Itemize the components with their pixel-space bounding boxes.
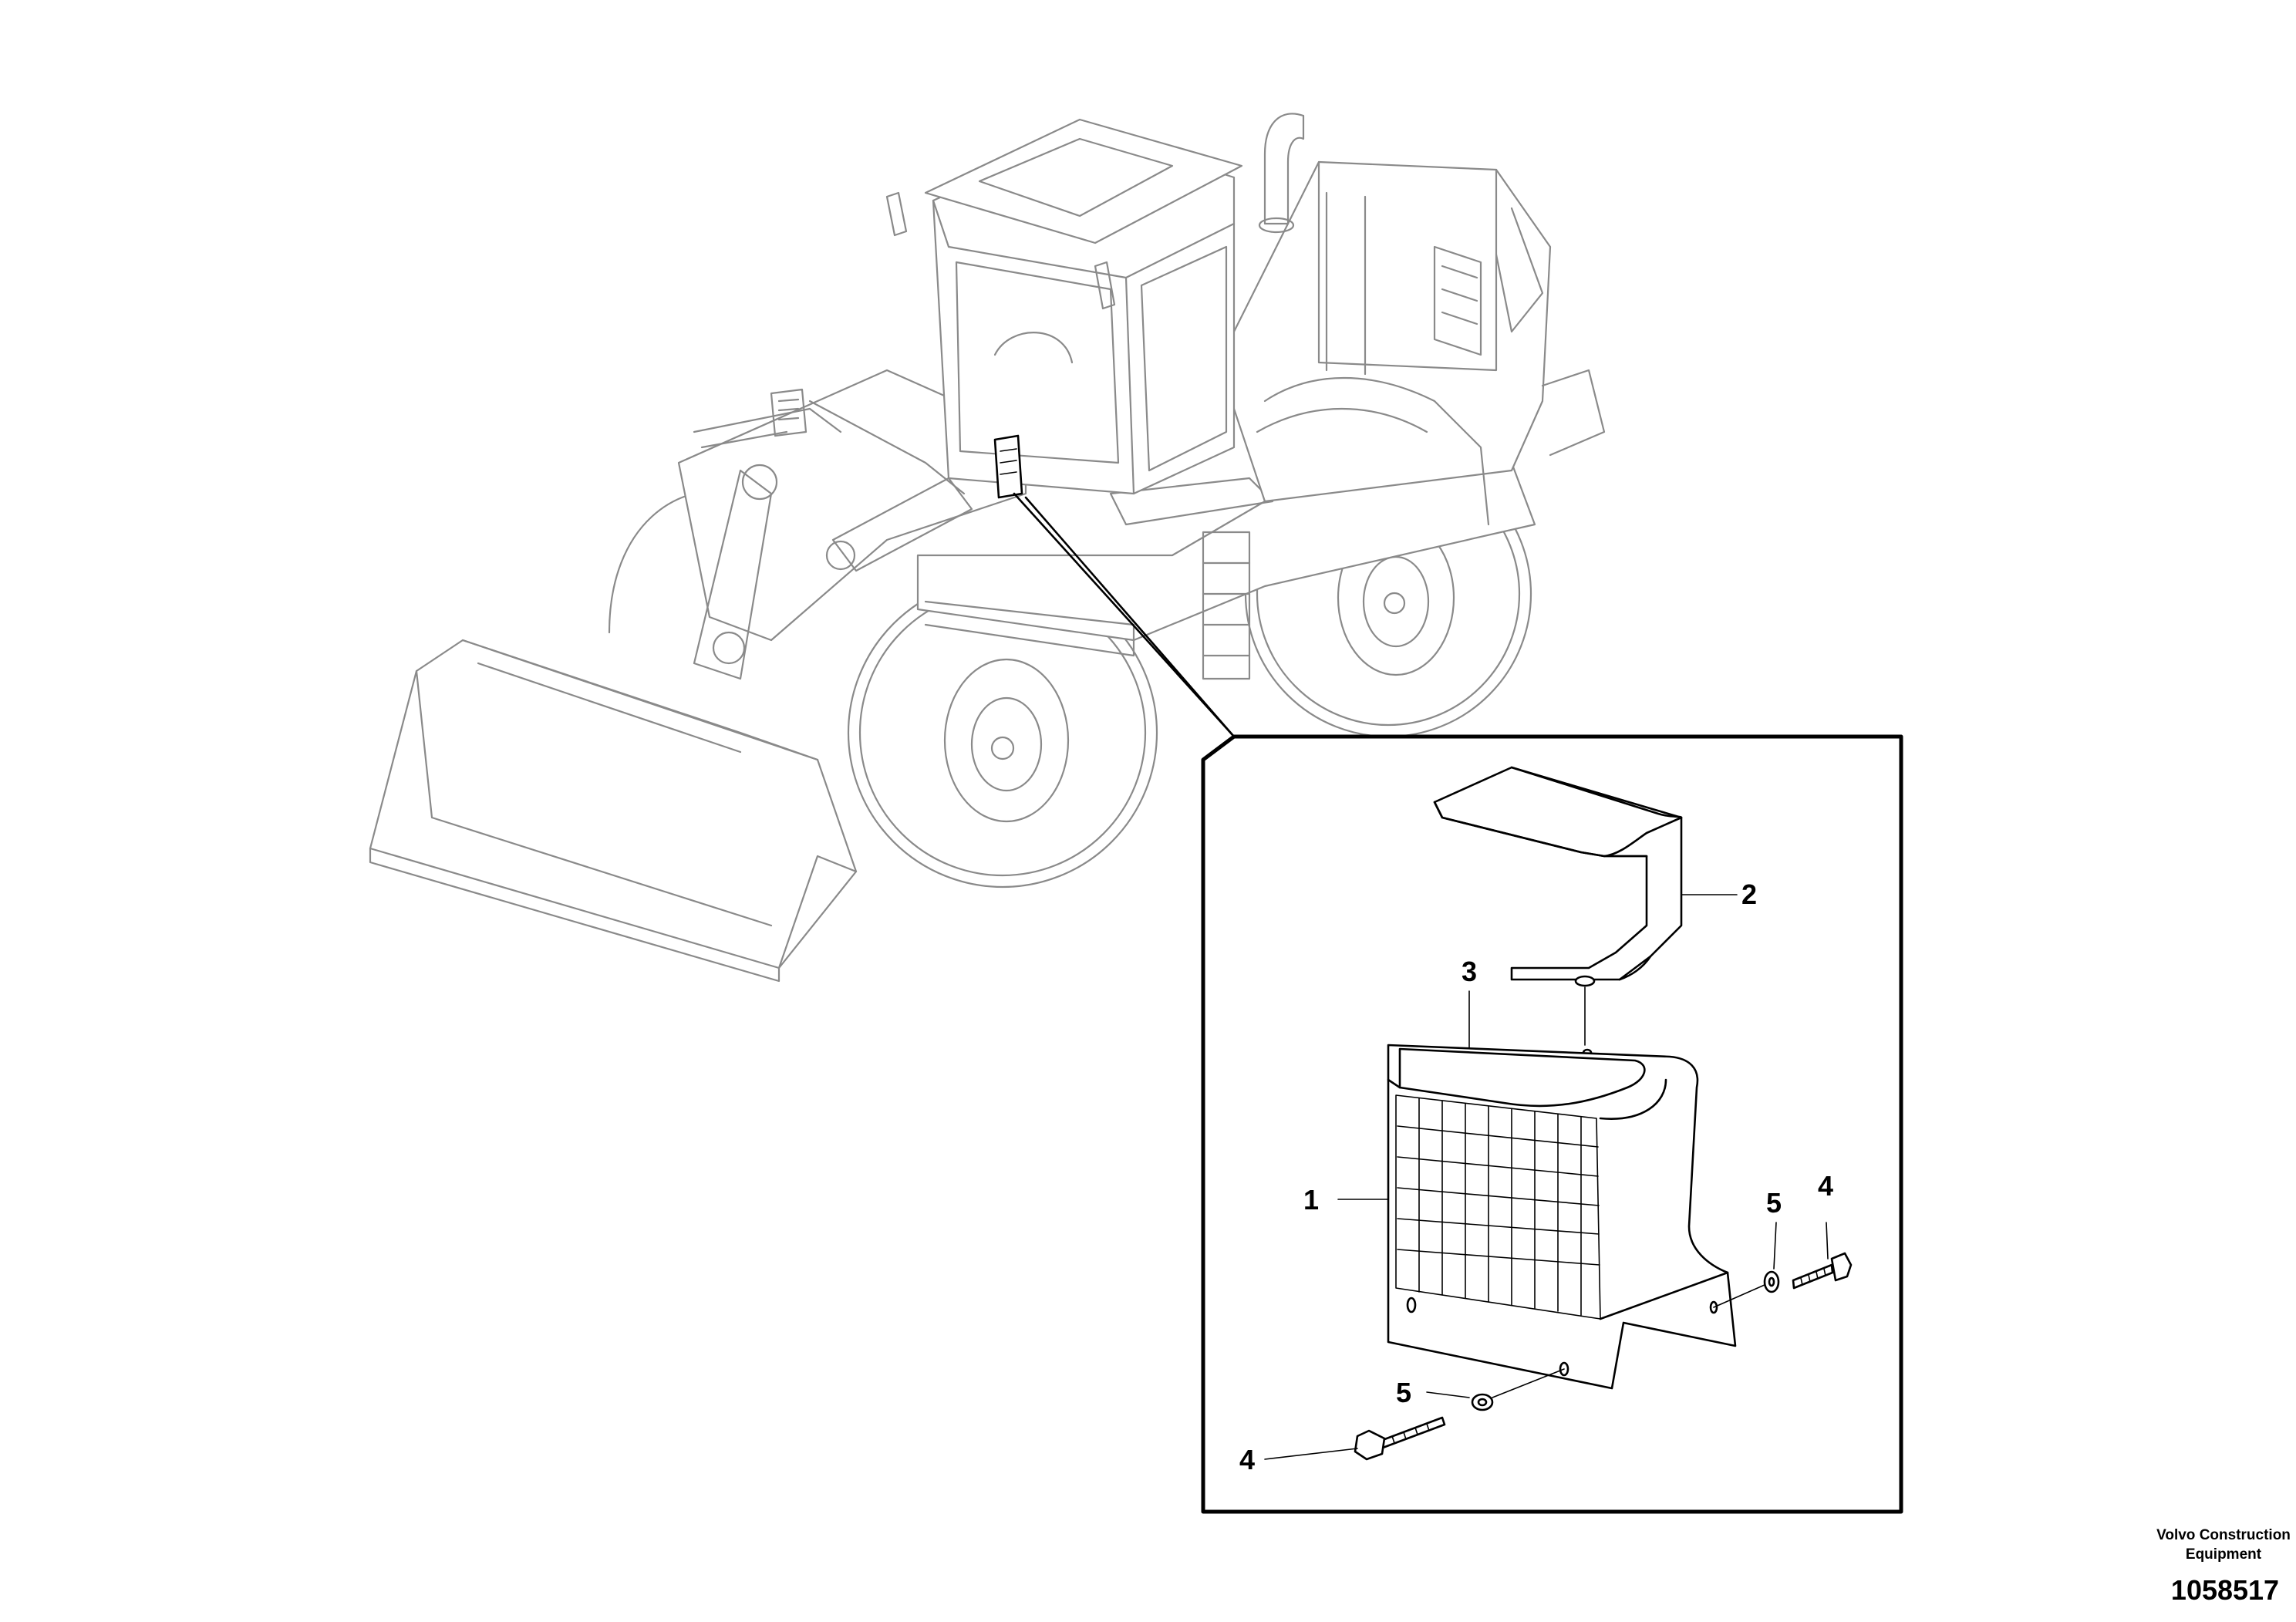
leader-lines <box>1264 894 1829 1460</box>
fastener-right <box>1713 1252 1853 1308</box>
detail-frame <box>1201 734 1903 1514</box>
callout-1: 1 <box>1303 1184 1319 1216</box>
callout-5-left: 5 <box>1396 1377 1411 1408</box>
lift-arms <box>677 369 1027 680</box>
callout-3: 3 <box>1462 956 1477 987</box>
callout-4-right: 4 <box>1818 1170 1833 1202</box>
operator-cab <box>885 118 1243 495</box>
wheel-loader-illustration <box>369 113 1606 983</box>
chassis <box>916 461 1536 680</box>
front-wheel <box>847 577 1158 889</box>
exhaust-pipe <box>1258 113 1305 234</box>
bolt-right <box>1792 1263 1834 1290</box>
bolt-left <box>1379 1416 1446 1449</box>
callouts: 2 3 1 5 4 5 4 <box>1239 878 1833 1475</box>
callout-4-left: 4 <box>1239 1444 1255 1475</box>
footer: Volvo Construction Equipment 1058517 <box>2156 1527 2291 1606</box>
document-number: 1058517 <box>2171 1574 2279 1606</box>
brand-line-2: Equipment <box>2186 1546 2262 1563</box>
bucket <box>369 639 858 983</box>
callout-2: 2 <box>1741 878 1757 910</box>
guard-mesh <box>1395 1094 1601 1320</box>
callout-5-right: 5 <box>1766 1187 1782 1219</box>
brand-line-1: Volvo Construction <box>2156 1527 2291 1543</box>
small-guard-front <box>770 388 807 437</box>
engine-hood <box>1217 160 1606 526</box>
part-2-bracket <box>1433 766 1683 1057</box>
part-1-guard <box>1387 1044 1737 1390</box>
fastener-left <box>1354 1368 1565 1461</box>
